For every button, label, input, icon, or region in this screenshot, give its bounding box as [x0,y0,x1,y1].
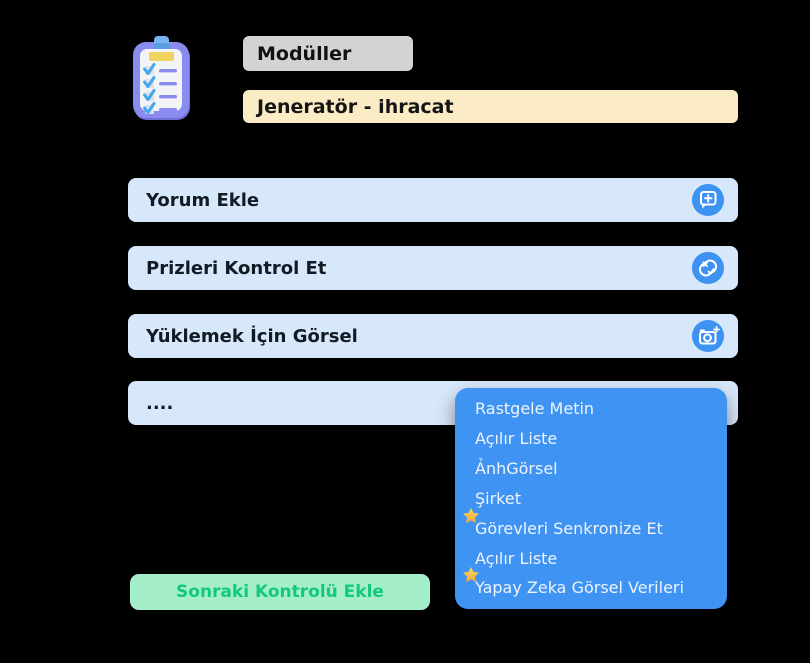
add-next-control-label: Sonraki Kontrolü Ekle [176,582,384,602]
dropdown-item-label: Rastgele Metin [475,399,595,419]
add-next-control-button[interactable]: Sonraki Kontrolü Ekle [130,574,430,610]
comment-add-glyph [700,191,717,209]
dropdown-item-sync-tasks[interactable]: Görevleri Senkronize Et [455,507,727,543]
dropdown-item-label: Yapay Zeka Görsel Verileri [475,578,684,598]
socket-check-icon[interactable] [692,252,724,284]
camera-add-icon[interactable] [692,320,724,352]
dropdown-item-ai-image-data[interactable]: Yapay Zeka Görsel Verileri [455,567,727,602]
row-label: Prizleri Kontrol Et [146,257,327,279]
dropdown-item-label: Açılır Liste [475,429,558,449]
row-label: .... [146,392,174,414]
dropdown-item-label: ẢnhGörsel [475,459,558,479]
dropdown-item-label: Şirket [475,488,521,508]
modules-button-label: Modüller [257,42,352,65]
camera-add-glyph [699,326,720,345]
generator-export-banner[interactable]: Jeneratör - ihracat [243,90,738,123]
dropdown-item-company[interactable]: Şirket [455,484,727,513]
dropdown-item-dropdown-list-1[interactable]: Açılır Liste [455,424,727,453]
row-label: Yorum Ekle [146,189,260,211]
dropdown-menu: Rastgele Metin Açılır Liste ẢnhGörsel Şi… [455,388,727,609]
dropdown-item-image-visual[interactable]: ẢnhGörsel [455,454,727,483]
generator-export-label: Jeneratör - ihracat [257,95,454,118]
dropdown-item-label: Görevleri Senkronize Et [475,518,663,538]
row-label: Yüklemek İçin Görsel [146,325,358,347]
socket-check-glyph [698,259,718,277]
modules-button[interactable]: Modüller [243,36,413,71]
dropdown-item-dropdown-list-2[interactable]: Açılır Liste [455,544,727,573]
dropdown-item-random-text[interactable]: Rastgele Metin [455,394,727,423]
dropdown-item-label: Açılır Liste [475,548,558,568]
clipboard-checklist-icon [127,34,197,124]
comment-add-icon[interactable] [692,184,724,216]
checklist-row-add-comment[interactable]: Yorum Ekle [128,178,738,222]
clipboard-checklist-svg [133,36,190,120]
checklist-row-check-sockets[interactable]: Prizleri Kontrol Et [128,246,738,290]
checklist-row-image-to-upload[interactable]: Yüklemek İçin Görsel [128,314,738,358]
